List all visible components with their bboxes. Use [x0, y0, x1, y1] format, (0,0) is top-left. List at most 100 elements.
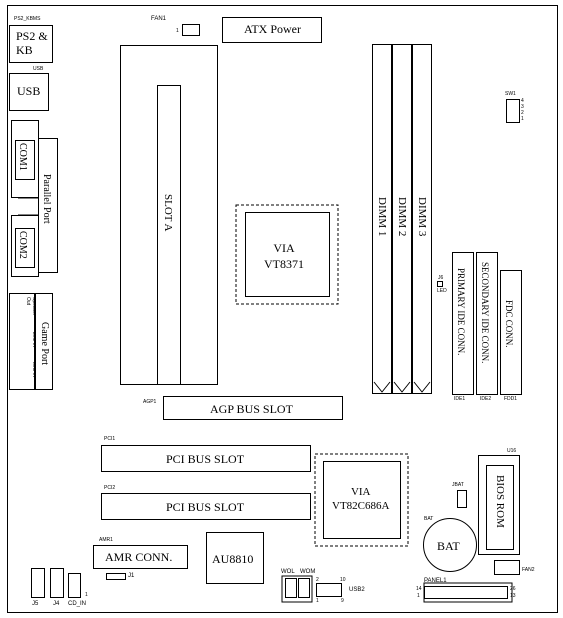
- via-southbridge-label: VIA VT82C686A: [332, 486, 390, 512]
- via-northbridge-label: VIA VT8371: [264, 241, 304, 271]
- j6-label: J6: [438, 275, 444, 281]
- com1-connector: [15, 140, 35, 180]
- panel1-pin-14: 14: [416, 586, 422, 592]
- agp-bus-slot: [163, 396, 343, 420]
- sw1-switch: [506, 99, 520, 123]
- j5-label: J5: [32, 601, 39, 607]
- usb-label: USB: [17, 84, 41, 98]
- pci-slot-2-label: PCI BUS SLOT: [166, 500, 245, 514]
- via-northbridge-chip: [245, 212, 330, 297]
- wom-label: WOM: [300, 569, 316, 575]
- ps2-kb-label: PS2 & KB: [16, 29, 48, 57]
- usb-port: [9, 73, 49, 111]
- secondary-ide-label: SECONDARY IDE CONN.: [480, 262, 490, 364]
- fan2-header: [494, 560, 520, 575]
- au8810-label: AU8810: [212, 552, 254, 566]
- agp-bus-slot-label: AGP BUS SLOT: [210, 402, 293, 416]
- wol-header: [285, 578, 297, 598]
- audio-jacks: [9, 293, 35, 390]
- pci1-label: PCI1: [104, 436, 116, 442]
- pci-slot-1-label: PCI BUS SLOT: [166, 452, 245, 466]
- cd-in-pin-label: 1: [85, 592, 88, 598]
- j4-label: J4: [53, 601, 60, 607]
- jbat-label: JBAT: [452, 482, 464, 488]
- dimm1-slot: [372, 44, 392, 394]
- fan1-label: FAN1: [151, 16, 167, 22]
- panel1-label: PANEL1: [424, 578, 447, 584]
- parallel-port: [38, 138, 58, 273]
- dimm3-label: DIMM 3: [416, 197, 428, 237]
- cd-in-label: CD_IN: [68, 601, 87, 607]
- panel1-pin-13: 13: [510, 593, 516, 599]
- fdc-label: FDC CONN.: [504, 300, 514, 348]
- dimm2-slot: [392, 44, 412, 394]
- sw1-label: SW1: [505, 91, 516, 97]
- via-southbridge-chip: [323, 461, 401, 539]
- amr1-label: AMR1: [99, 537, 113, 543]
- dimm1-label: DIMM 1: [376, 197, 388, 237]
- wom-header: [298, 578, 310, 598]
- ide1-label: IDE1: [454, 396, 466, 402]
- bat-small-label: BAT: [424, 516, 434, 522]
- parallel-port-label: Parallel Port: [41, 174, 52, 224]
- usb2-pin-9: 9: [341, 598, 344, 604]
- panel1-pin-26: 26: [510, 586, 516, 592]
- fdc-connector: [500, 270, 522, 395]
- ide2-label: IDE2: [480, 396, 492, 402]
- cd-in-header: [68, 573, 81, 598]
- sw1-pin-2: 2: [521, 110, 524, 116]
- mic-in-label: MIC In: [31, 362, 37, 377]
- wol-label: WOL: [281, 569, 295, 575]
- usb2-label: USB2: [349, 587, 365, 593]
- pci-slot-1: [101, 445, 311, 472]
- usb2-pin-2: 2: [316, 577, 319, 583]
- com1-label: COM1: [17, 143, 28, 171]
- agp1-label: AGP1: [143, 399, 157, 405]
- j1-header: [106, 573, 126, 580]
- game-port-label: Game Port: [39, 322, 50, 366]
- sw1-pin-3: 3: [521, 104, 524, 110]
- j4-header: [50, 568, 64, 598]
- com2-label: COM2: [17, 231, 28, 259]
- bios-rom-label: BIOS ROM: [494, 475, 506, 528]
- pci-slot-2: [101, 493, 311, 520]
- slot-a-label: SLOT A: [162, 194, 174, 232]
- u16-label: U16: [507, 448, 517, 454]
- bios-rom-socket: [486, 465, 514, 550]
- fan2-label: FAN2: [522, 567, 535, 573]
- usb2-header: [316, 583, 342, 597]
- usb-header-label: USB: [33, 66, 44, 72]
- speaker-out-label: Speaker Out: [25, 297, 37, 316]
- sw1-pin-1: 1: [521, 116, 524, 122]
- panel1-pin-1: 1: [417, 593, 420, 599]
- dimm2-label: DIMM 2: [396, 197, 408, 237]
- game-port: [35, 293, 53, 390]
- usb2-pin-1: 1: [316, 598, 319, 604]
- amr-connector: [93, 545, 188, 569]
- atx-power-label: ATX Power: [244, 22, 301, 36]
- primary-ide-connector: [452, 252, 474, 395]
- led-label: LED: [437, 288, 447, 294]
- fan1-header: [182, 24, 200, 36]
- line-in-label: Line In: [31, 332, 37, 348]
- j6-header: [437, 281, 443, 287]
- motherboard-outline: [7, 5, 558, 613]
- au8810-chip: [206, 532, 264, 584]
- j1-label: J1: [128, 573, 135, 579]
- jbat-jumper: [457, 490, 467, 508]
- amr-connector-label: AMR CONN.: [105, 550, 173, 564]
- dimm3-slot: [412, 44, 432, 394]
- ps2-header-label: PS2_KBMS: [14, 16, 41, 22]
- sw1-pin-4: 4: [521, 98, 524, 104]
- ps2-kb-port: [9, 25, 53, 63]
- usb2-pin-10: 10: [340, 577, 346, 583]
- fdd1-label: FDD1: [504, 396, 518, 402]
- secondary-ide-connector: [476, 252, 498, 395]
- fan1-pin-label: 1: [176, 28, 179, 34]
- battery-label: BAT: [437, 539, 460, 553]
- j5-header: [31, 568, 45, 598]
- com2-connector: [15, 228, 35, 268]
- pci2-label: PCI2: [104, 485, 116, 491]
- atx-power-connector: [222, 17, 322, 43]
